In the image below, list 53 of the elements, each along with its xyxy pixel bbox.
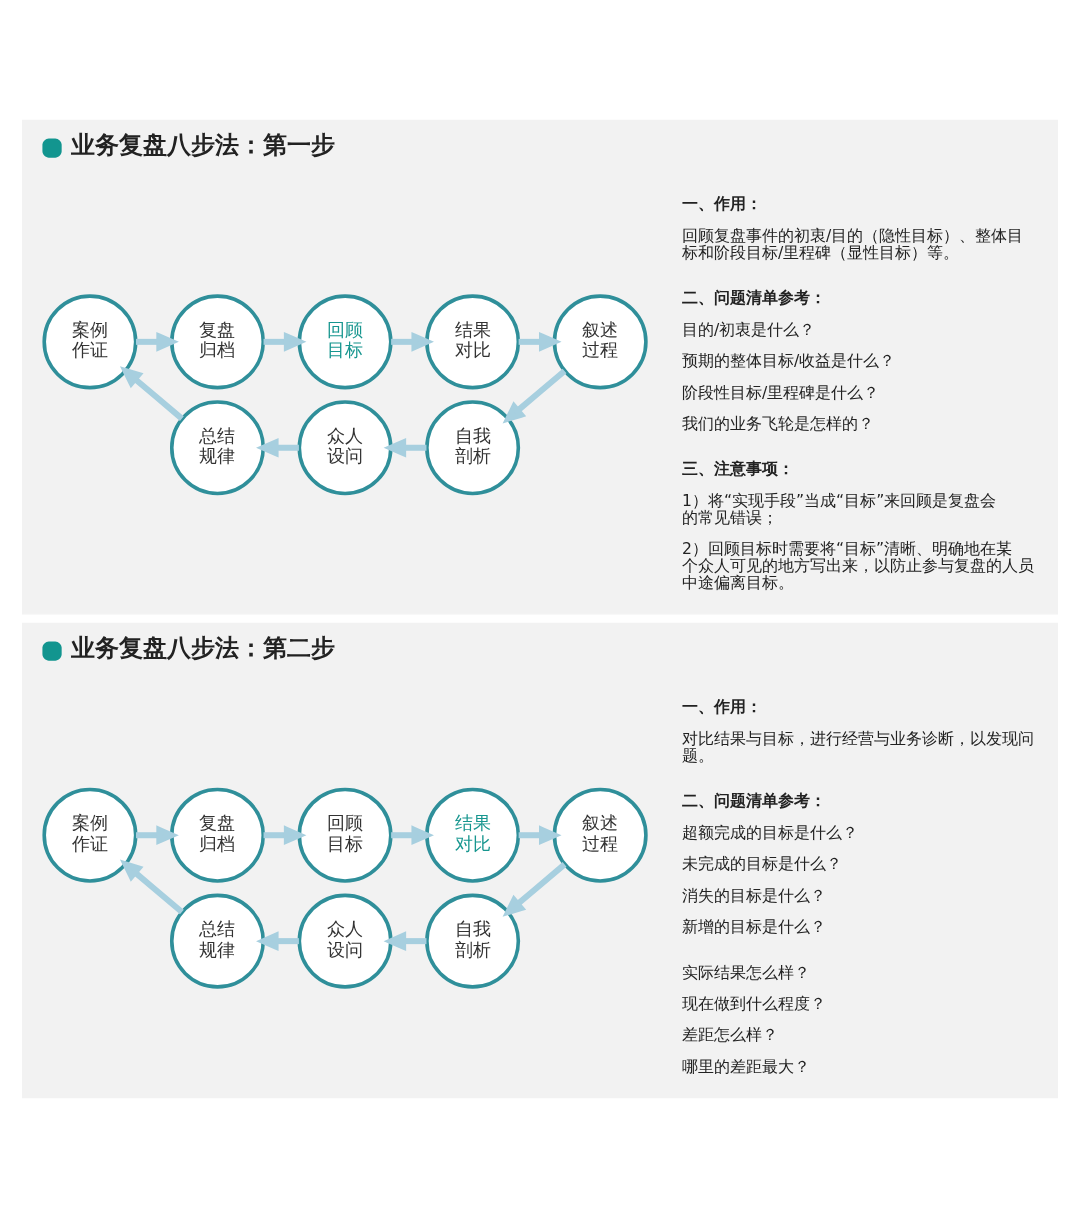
arrow xyxy=(391,825,434,846)
arrow xyxy=(136,332,179,352)
arrow xyxy=(502,368,567,424)
label: 我们的业务飞轮是怎样的？ xyxy=(682,413,874,433)
arrow xyxy=(136,825,179,846)
node-circle: 复盘归档 xyxy=(169,787,266,883)
label: 一、作用： xyxy=(682,193,762,213)
label: 现在做到什么程度？ xyxy=(682,993,826,1013)
node-circle: 复盘归档 xyxy=(169,294,266,390)
label: 二、问题清单参考： xyxy=(682,790,826,810)
node-circle: 回顾目标 xyxy=(297,294,393,390)
label: 消失的目标是什么？ xyxy=(682,885,826,905)
label: 实际结果怎么样？ xyxy=(682,962,810,982)
arrow xyxy=(383,437,427,458)
arrow xyxy=(263,332,307,352)
arrow xyxy=(119,859,184,915)
arrow xyxy=(119,366,184,421)
label: 一、作用： xyxy=(682,696,762,716)
node-circle: 回顾目标 xyxy=(297,787,393,883)
arrow xyxy=(256,931,299,951)
node-circle: 案例作证 xyxy=(42,294,138,390)
label: 三、注意事项： xyxy=(682,458,794,478)
label: 哪里的差距最大？ xyxy=(682,1056,810,1076)
node-circle: 自我剖析 xyxy=(425,400,521,496)
label: 差距怎么样？ xyxy=(682,1025,778,1045)
label: 新增的目标是什么？ xyxy=(682,916,826,936)
label: 阶段性目标/里程碑是什么？ xyxy=(682,382,880,402)
node-circle: 结果对比 xyxy=(425,787,521,883)
label: 未完成的目标是什么？ xyxy=(682,854,842,874)
label: 对比结果与目标，进行经营与业务诊断，以发现问题。 xyxy=(682,729,1034,766)
label: 回顾复盘事件的初衷/目的（隐性目标）、整体目标和阶段目标/里程碑（显性目标）等。 xyxy=(682,226,1024,263)
node-circle: 案例作证 xyxy=(42,787,138,883)
label: 预期的整体目标/收益是什么？ xyxy=(682,351,896,371)
arrow xyxy=(518,825,562,846)
node-circle: 叙述过程 xyxy=(552,294,648,390)
node-circle: 总结规律 xyxy=(169,400,266,496)
node-circle: 总结规律 xyxy=(169,893,266,989)
label: 二、问题清单参考： xyxy=(682,287,826,307)
arrow xyxy=(518,332,562,352)
arrow xyxy=(502,862,567,917)
node-circle: 叙述过程 xyxy=(552,787,648,883)
label: 1）将“实现手段”当成“目标”来回顾是复盘会的常见错误； xyxy=(682,490,997,527)
label: 2）回顾目标时需要将“目标”清晰、明确地在某个众人可见的地方写出来，以防止参与复盘的人员中途偏离目标。 xyxy=(682,539,1034,592)
label: 超额完成的目标是什么？ xyxy=(682,823,858,843)
node-circle: 众人设问 xyxy=(297,400,393,496)
arrow xyxy=(256,437,299,458)
node-circle: 自我剖析 xyxy=(425,893,521,989)
arrow xyxy=(391,332,434,352)
arrow xyxy=(383,931,427,951)
arrow xyxy=(263,825,307,846)
label: 目的/初衷是什么？ xyxy=(682,320,816,340)
node-circle: 众人设问 xyxy=(297,893,393,989)
node-circle: 结果对比 xyxy=(425,294,521,390)
